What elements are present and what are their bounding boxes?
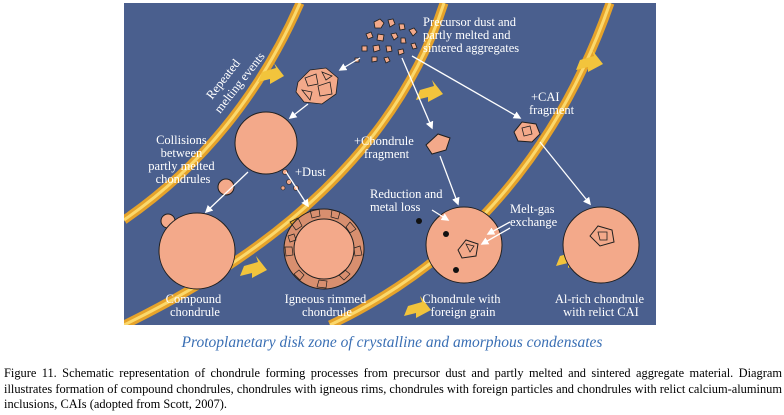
melted-chondrule (234, 111, 298, 175)
arrow-reduction (431, 209, 450, 221)
arrow-aggregate-to-melt (288, 103, 309, 119)
flow-arrow (576, 50, 603, 72)
igneous-rimmed-label: Igneous rimmed chondrule (285, 292, 370, 319)
igneous-rimmed-chondrule (283, 208, 365, 290)
chondrule-fragment-label: +Chondrule fragment (354, 134, 417, 161)
chondrule-with-foreign-grain (425, 206, 503, 284)
metal-droplet (416, 218, 422, 224)
flow-arrow (404, 296, 431, 318)
arrow-fragment-to-foreign (439, 155, 460, 206)
diagram-subtitle: Protoplanetary disk zone of crystalline … (181, 334, 603, 351)
flow-arrow (416, 80, 443, 102)
chondrule-formation-diagram: Repeated melting events Precursor dust a… (124, 3, 656, 325)
arrow-dust-to-aggregate (338, 57, 361, 71)
plus-dust-label: +Dust (295, 165, 326, 179)
arrow-meltgas-1 (486, 221, 511, 235)
figure-caption: Figure 11. Schematic representation of c… (4, 366, 782, 412)
band-flow-arrows (240, 50, 603, 318)
arrow-dust-to-cai (411, 55, 522, 119)
arrow-cai-to-alrich (539, 141, 591, 206)
arrow-melt-to-compound (204, 171, 249, 214)
melting-band-1 (124, 3, 305, 224)
melting-band-2 (124, 3, 449, 325)
cai-fragment-label: +CAI fragment (529, 90, 575, 117)
al-rich-chondrule (562, 206, 640, 284)
small-chondrule (217, 178, 235, 196)
melt-gas-label: Melt-gas exchange (510, 202, 558, 229)
cai-fragment-inner (521, 125, 533, 137)
arrow-dust-to-fragment (401, 57, 434, 130)
precursor-dust-cluster (354, 18, 418, 64)
flow-arrow (240, 256, 267, 278)
flow-arrow (258, 63, 284, 84)
compound-chondrule (158, 212, 236, 290)
al-rich-label: Al-rich chondrule with relict CAI (555, 292, 647, 319)
precursor-label: Precursor dust and partly melted and sin… (423, 15, 519, 55)
collisions-label: Collisions between partly melted chondru… (148, 133, 217, 186)
compound-chondrule-label: Compound chondrule (166, 292, 225, 319)
process-arrows (204, 55, 591, 245)
sintered-aggregate (295, 67, 339, 105)
cai-fragment (513, 121, 541, 143)
arrow-meltgas-2 (480, 227, 511, 245)
foreign-grain-label: Chondrule with foreign grain (422, 292, 503, 319)
reduction-label: Reduction and metal loss (370, 187, 446, 214)
chondrule-fragment (425, 133, 451, 155)
arrow-melt-to-rim (285, 171, 309, 208)
